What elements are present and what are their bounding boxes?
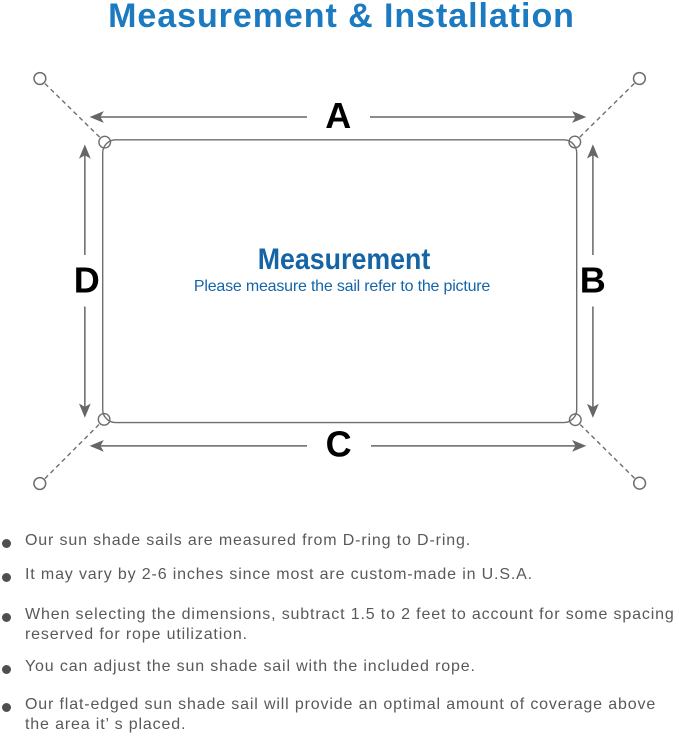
svg-text:C: C <box>326 424 352 465</box>
svg-text:D: D <box>74 259 100 300</box>
svg-text:B: B <box>580 259 606 300</box>
svg-text:A: A <box>325 95 351 136</box>
